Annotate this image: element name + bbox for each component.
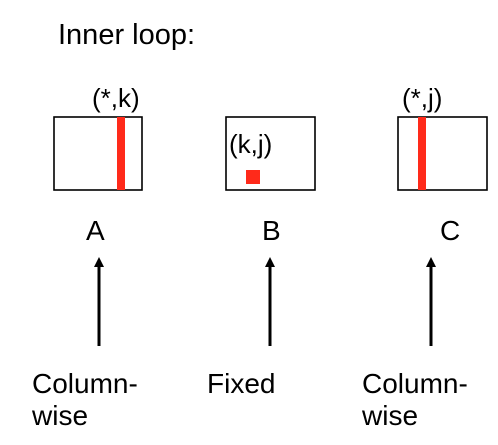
matrix-a: (*,k) A Column- wise [31, 83, 143, 431]
diagram-title: Inner loop: [58, 19, 195, 51]
matrix-a-box [53, 116, 143, 191]
matrix-c-index-label: (*,j) [402, 83, 442, 113]
matrix-a-access-line-2: wise [31, 400, 88, 431]
matrix-a-access-line-1: Column- [32, 368, 138, 399]
matrix-b-name: B [262, 215, 281, 246]
matrix-b-element-highlight [246, 170, 260, 184]
matrix-b-index-label: (k,j) [229, 129, 272, 159]
matrix-a-column-highlight [117, 117, 125, 190]
matrix-c-access-line-1: Column- [362, 368, 468, 399]
matrix-c-access-line-2: wise [361, 400, 418, 431]
matrix-b: (k,j) B Fixed [207, 116, 316, 399]
matrix-c-column-highlight [418, 117, 426, 190]
matrix-c-box [397, 116, 488, 191]
matrix-c: (*,j) C Column- wise [361, 83, 488, 431]
matrix-a-name: A [86, 215, 105, 246]
matrix-a-index-label: (*,k) [92, 83, 140, 113]
matrix-b-box [225, 116, 316, 191]
matrix-c-name: C [440, 215, 460, 246]
matrix-b-access-line-1: Fixed [207, 368, 275, 399]
